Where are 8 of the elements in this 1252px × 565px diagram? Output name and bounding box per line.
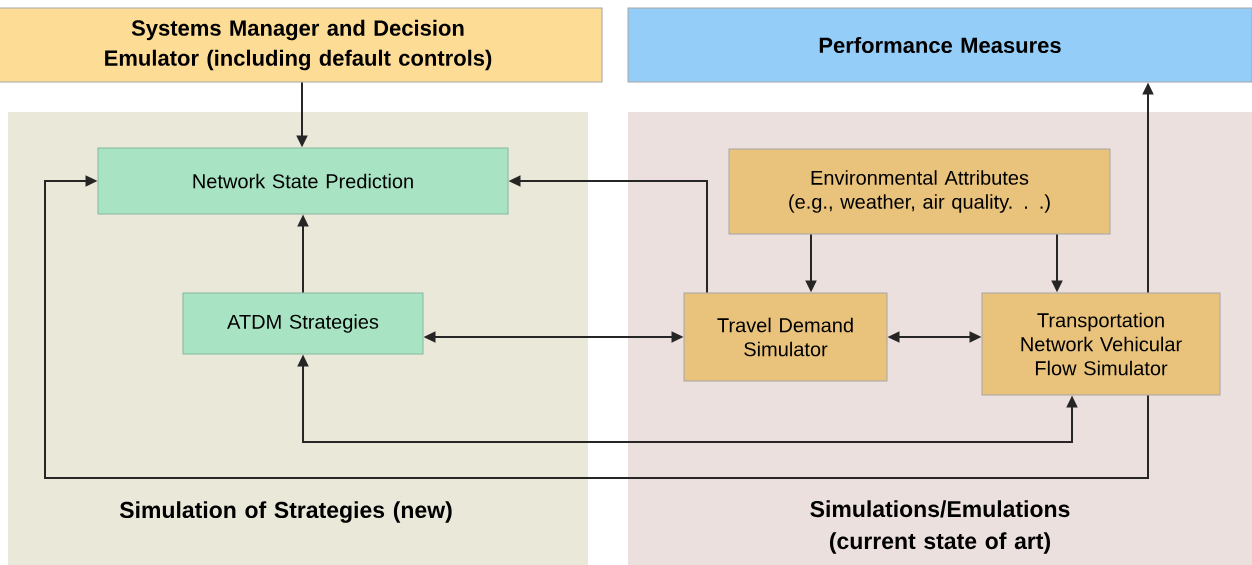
process-box: Transportation Network Vehicular Flow Simulator <box>981 292 1221 396</box>
process-box: Environmental Attributes (e.g., weather, air quality. . .) <box>728 148 1111 235</box>
process-box: ATDM Strategies <box>182 292 424 355</box>
header-box: Systems Manager and Decision Emulator (including default controls) <box>0 7 603 83</box>
process-box: Travel Demand Simulator <box>683 292 888 382</box>
header-box: Performance Measures <box>627 7 1252 83</box>
arrow <box>44 175 1149 479</box>
process-box: Network State Prediction <box>97 147 509 215</box>
